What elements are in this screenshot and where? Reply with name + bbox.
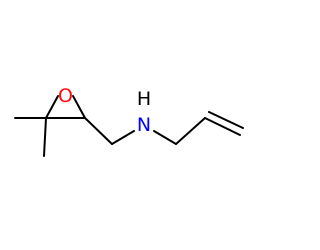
molecule-structure-diagram: O H N	[14, 85, 244, 157]
bond-methyl-down	[43, 117, 47, 157]
hydrogen-atom-label: H	[137, 88, 151, 110]
bond-ring-ch2	[84, 117, 113, 145]
bond-ch-ch2-double-a	[204, 117, 241, 136]
bond-ring-o-c	[72, 95, 86, 119]
bond-ch-ch2-double-b	[208, 111, 244, 129]
bond-n-ch2	[153, 130, 177, 145]
bond-ch2-n	[111, 130, 135, 145]
bond-ch2-ch	[175, 117, 206, 145]
nitrogen-atom-label: N	[137, 114, 151, 136]
bond-ring-c-o	[45, 95, 59, 119]
structure-canvas: O H N	[14, 85, 244, 157]
oxygen-atom-label: O	[58, 85, 73, 107]
